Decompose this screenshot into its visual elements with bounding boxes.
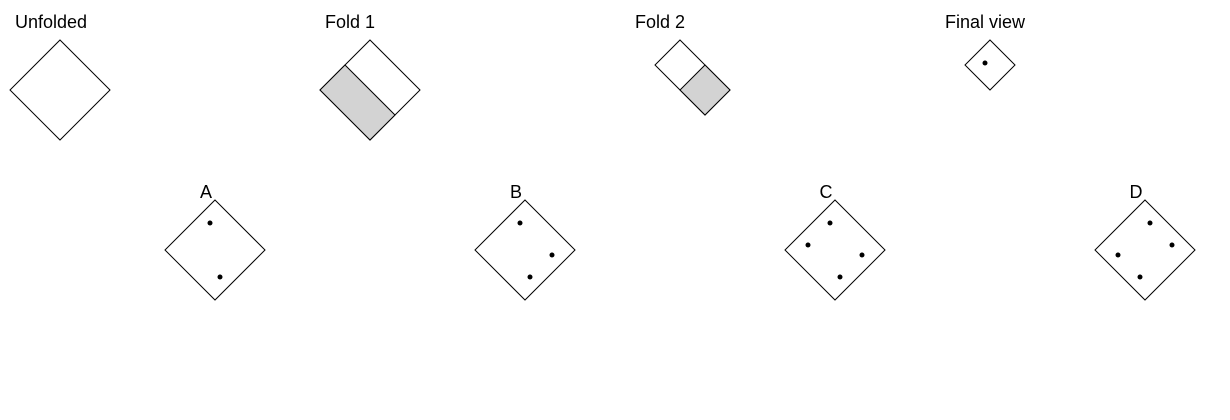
step-label-fold-1: Fold 1	[325, 12, 375, 32]
option-a-paper[interactable]	[164, 199, 266, 301]
option-a[interactable]: A	[164, 182, 266, 301]
step-label-unfolded: Unfolded	[15, 12, 87, 32]
option-b-hole	[549, 252, 555, 258]
option-a-label: A	[200, 182, 212, 202]
option-c-hole	[805, 242, 811, 248]
option-c-label: C	[820, 182, 833, 202]
option-d-hole	[1137, 274, 1143, 280]
fold-1-shaded-flap	[319, 64, 396, 141]
option-b-paper[interactable]	[474, 199, 576, 301]
final-view-paper	[964, 39, 1016, 91]
option-d-paper[interactable]	[1094, 199, 1196, 301]
option-d[interactable]: D	[1094, 182, 1196, 301]
step-unfolded: Unfolded	[9, 12, 111, 141]
step-fold-2: Fold 2	[635, 12, 731, 116]
step-final-view: Final view	[945, 12, 1026, 91]
option-d-hole	[1115, 252, 1121, 258]
option-b[interactable]: B	[474, 182, 576, 301]
unfolded-paper	[9, 39, 111, 141]
option-c-paper[interactable]	[784, 199, 886, 301]
step-label-final-view: Final view	[945, 12, 1026, 32]
option-a-hole	[217, 274, 223, 280]
option-c[interactable]: C	[784, 182, 886, 301]
step-label-fold-2: Fold 2	[635, 12, 685, 32]
option-c-hole	[827, 220, 833, 226]
option-b-label: B	[510, 182, 522, 202]
option-c-hole	[837, 274, 843, 280]
final-view-punched-hole	[982, 60, 988, 66]
option-c-hole	[859, 252, 865, 258]
fold-2-shaded-flap	[679, 64, 731, 116]
option-d-hole	[1169, 242, 1175, 248]
option-d-hole	[1147, 220, 1153, 226]
option-a-hole	[207, 220, 213, 226]
option-d-label: D	[1130, 182, 1143, 202]
option-b-hole	[517, 220, 523, 226]
option-b-hole	[527, 274, 533, 280]
step-fold-1: Fold 1	[319, 12, 421, 141]
